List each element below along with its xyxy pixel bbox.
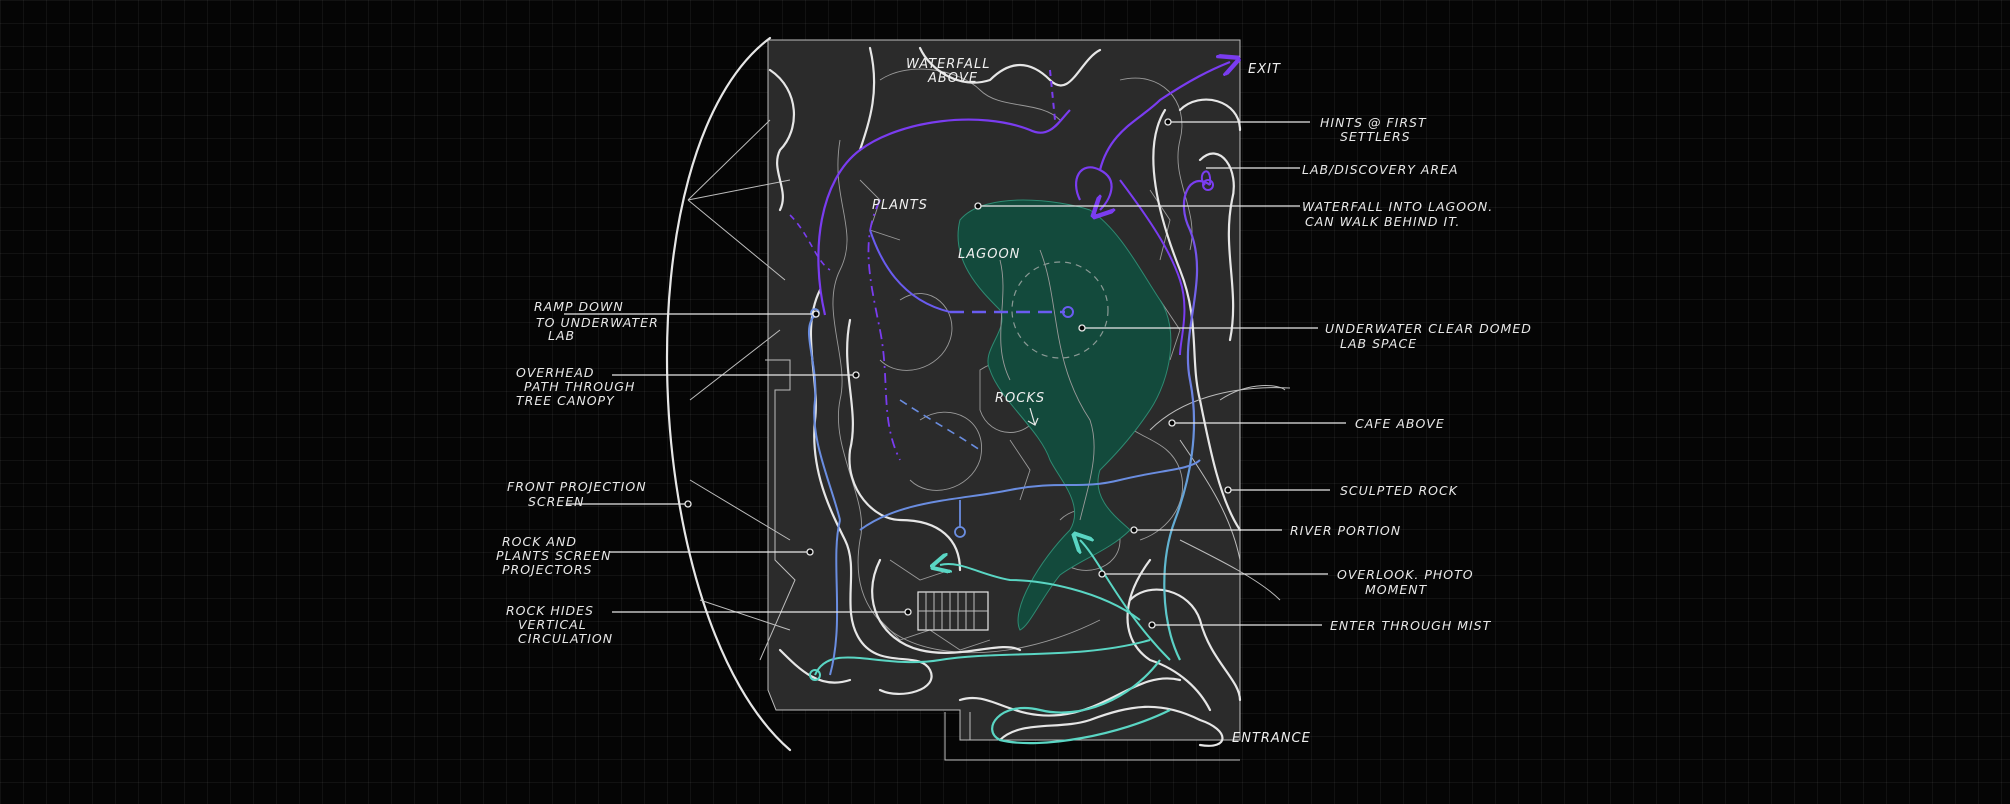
callout-circulation-line-3: CIRCULATION — [518, 631, 613, 646]
callout-underwater-line-1: UNDERWATER CLEAR DOMED — [1325, 321, 1532, 336]
callout-mist-line-1: ENTER THROUGH MIST — [1330, 618, 1492, 633]
callout-lab-line-1: LAB/DISCOVERY AREA — [1302, 162, 1459, 177]
callout-hints: HINTS @ FIRST SETTLERS — [1164, 115, 1427, 144]
callout-underwater: UNDERWATER CLEAR DOMED LAB SPACE — [1078, 321, 1532, 351]
callout-projectors: ROCK AND PLANTS SCREEN PROJECTORS — [496, 534, 814, 577]
callout-projection-line-1: FRONT PROJECTION — [507, 479, 647, 494]
callout-hints-line-1: HINTS @ FIRST — [1320, 115, 1427, 130]
callout-ramp-line-3: LAB — [548, 328, 575, 343]
callout-ramp: RAMP DOWN TO UNDERWATER LAB — [534, 299, 820, 343]
lagoon-water — [957, 199, 1172, 631]
callout-overlook: OVERLOOK. PHOTO MOMENT — [1098, 567, 1474, 597]
callout-overhead: OVERHEAD PATH THROUGH TREE CANOPY — [516, 365, 860, 408]
callout-circulation: ROCK HIDES VERTICAL CIRCULATION — [506, 603, 912, 646]
callout-projection-line-2: SCREEN — [528, 494, 585, 509]
callout-overlook-line-1: OVERLOOK. PHOTO — [1337, 567, 1474, 582]
callout-lab: LAB/DISCOVERY AREA — [1206, 162, 1459, 177]
waterfall-above-label-1: WATERFALL — [906, 57, 990, 72]
callout-rock-line-1: SCULPTED ROCK — [1340, 483, 1459, 498]
callout-river: RIVER PORTION — [1130, 523, 1401, 538]
rocks-label: ROCKS — [995, 391, 1045, 406]
right-callouts: HINTS @ FIRST SETTLERS LAB/DISCOVERY ARE… — [974, 115, 1532, 633]
callout-waterfall-line-1: WATERFALL INTO LAGOON. — [1302, 199, 1493, 214]
callout-rock: SCULPTED ROCK — [1224, 483, 1459, 498]
callout-waterfall: WATERFALL INTO LAGOON. CAN WALK BEHIND I… — [974, 199, 1493, 229]
callout-projectors-line-2: PLANTS SCREEN — [496, 548, 611, 563]
callout-overlook-line-2: MOMENT — [1365, 582, 1428, 597]
callout-cafe: CAFE ABOVE — [1168, 416, 1445, 431]
callout-ramp-line-2: TO UNDERWATER — [536, 315, 659, 330]
callout-mist: ENTER THROUGH MIST — [1148, 618, 1492, 633]
callout-overhead-line-2: PATH THROUGH — [524, 379, 635, 394]
callout-overhead-line-3: TREE CANOPY — [516, 393, 615, 408]
callout-river-line-1: RIVER PORTION — [1290, 523, 1401, 538]
callout-overhead-line-1: OVERHEAD — [516, 365, 594, 380]
waterfall-above-label-2: ABOVE — [927, 71, 978, 86]
callout-ramp-line-1: RAMP DOWN — [534, 299, 624, 314]
domed-lab-outline — [1011, 261, 1109, 359]
callout-cafe-line-1: CAFE ABOVE — [1355, 416, 1445, 431]
plants-label: PLANTS — [872, 198, 928, 213]
callout-underwater-line-2: LAB SPACE — [1340, 336, 1417, 351]
callout-circulation-line-2: VERTICAL — [518, 617, 587, 632]
callout-waterfall-line-2: CAN WALK BEHIND IT. — [1305, 214, 1460, 229]
inner-labels: WATERFALL ABOVE EXIT PLANTS LAGOON ROCKS… — [872, 57, 1311, 746]
callout-projectors-line-3: PROJECTORS — [502, 562, 592, 577]
left-callouts: RAMP DOWN TO UNDERWATER LAB OVERHEAD PAT… — [496, 299, 912, 646]
projection-screen-arc — [665, 36, 792, 752]
callout-circulation-line-1: ROCK HIDES — [506, 603, 594, 618]
callout-hints-line-2: SETTLERS — [1340, 129, 1411, 144]
callout-projectors-line-1: ROCK AND — [502, 534, 577, 549]
entrance-label: ENTRANCE — [1232, 731, 1311, 746]
vertical-circulation-stair — [917, 591, 989, 631]
exit-label: EXIT — [1248, 62, 1281, 77]
visitor-circulation-path — [789, 62, 1230, 745]
callout-projection: FRONT PROJECTION SCREEN — [507, 479, 692, 509]
lagoon-label: LAGOON — [958, 247, 1020, 262]
